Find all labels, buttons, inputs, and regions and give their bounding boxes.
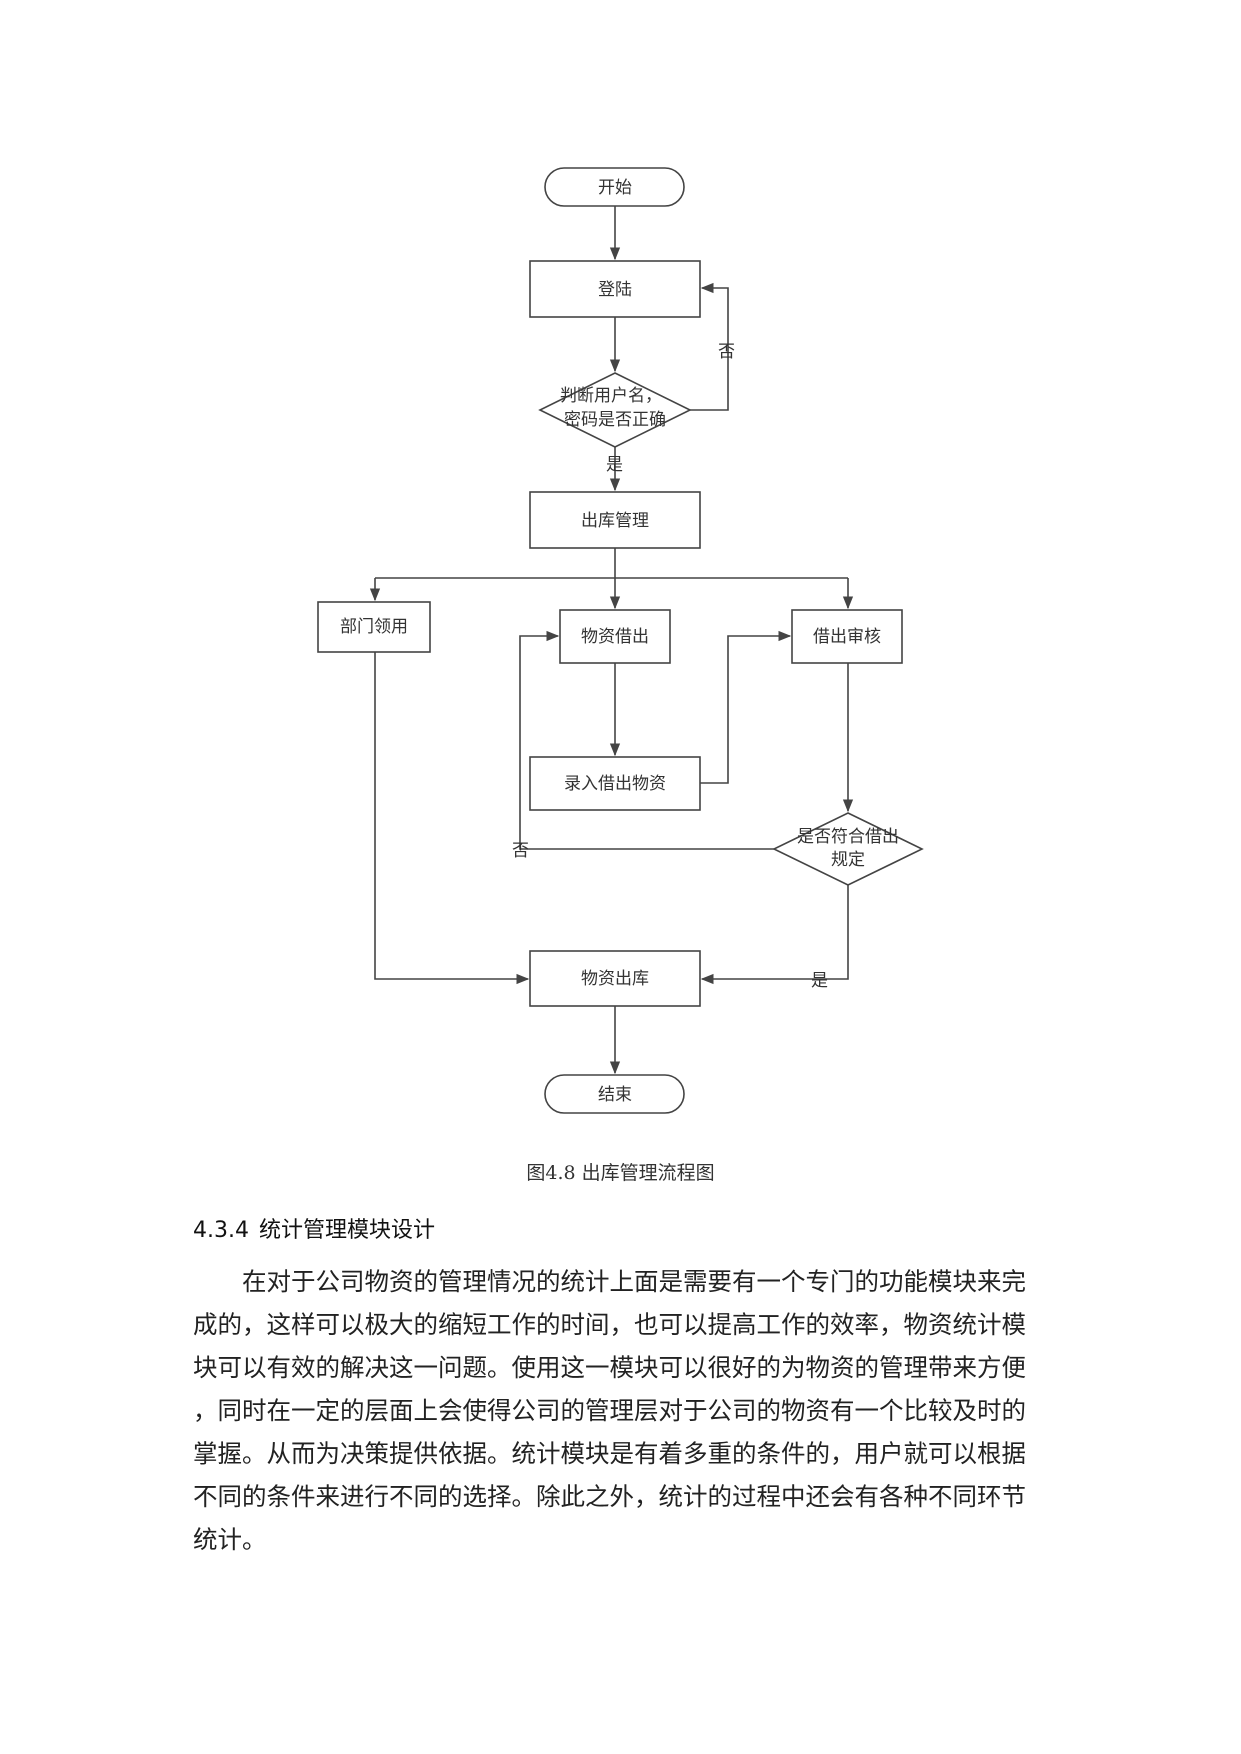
edge-department-outbound bbox=[374, 652, 530, 985]
check-rules-label-line2: 规定 bbox=[831, 850, 865, 870]
outbound-management-flowchart: 开始 登陆 判断用户名， 密码是否正确 出库管理 部门领用 物资借出 借出审核 … bbox=[317, 167, 924, 1114]
enter-lent-material-node bbox=[529, 756, 701, 811]
edge-enter-review bbox=[700, 630, 792, 784]
body-line: 掌握。从而为决策提供依据。统计模块是有着多重的条件的，用户就可以根据 bbox=[193, 1439, 1026, 1468]
material-outbound-label: 物资出库 bbox=[581, 969, 649, 989]
body-line: 统计。 bbox=[193, 1525, 267, 1554]
outbound-management-node bbox=[529, 491, 701, 549]
section-title: 统计管理模块设计 bbox=[258, 1218, 435, 1243]
section-heading: 4.3.4 统计管理模块设计 bbox=[193, 1212, 445, 1244]
check-rules-node bbox=[772, 812, 924, 886]
edge-label-yes-rules: 是 bbox=[811, 971, 828, 991]
material-lending-label: 物资借出 bbox=[581, 627, 649, 647]
edge-label-no-login: 否 bbox=[718, 342, 735, 362]
body-line: 在对于公司物资的管理情况的统计上面是需要有一个专门的功能模块来完 bbox=[242, 1267, 1026, 1296]
figure-caption: 图4.8 出库管理流程图 bbox=[526, 1162, 715, 1184]
edge-label-yes-login: 是 bbox=[606, 455, 623, 475]
body-line: ，同时在一定的层面上会使得公司的管理层对于公司的物资有一个比较及时的 bbox=[193, 1396, 1026, 1425]
department-use-node bbox=[317, 601, 431, 653]
check-rules-label-line1: 是否符合借出 bbox=[797, 827, 899, 847]
lending-review-label: 借出审核 bbox=[813, 627, 881, 647]
login-node bbox=[529, 260, 701, 318]
enter-lent-material-label: 录入借出物资 bbox=[564, 774, 666, 794]
end-label: 结束 bbox=[598, 1085, 632, 1105]
login-label: 登陆 bbox=[598, 280, 632, 300]
section-number: 4.3.4 bbox=[193, 1218, 249, 1243]
department-use-label: 部门领用 bbox=[340, 617, 408, 637]
lending-review-node bbox=[791, 609, 903, 664]
edge-label-no-rules: 否 bbox=[512, 841, 529, 861]
start-label: 开始 bbox=[598, 178, 632, 198]
edge-rules-outbound-yes bbox=[700, 885, 849, 985]
body-paragraph: 在对于公司物资的管理情况的统计上面是需要有一个专门的功能模块来完 成的，这样可以… bbox=[193, 1260, 1045, 1561]
outbound-management-label: 出库管理 bbox=[581, 511, 649, 531]
body-line: 不同的条件来进行不同的选择。除此之外，统计的过程中还会有各种不同环节 bbox=[193, 1482, 1026, 1511]
body-line: 成的，这样可以极大的缩短工作的时间，也可以提高工作的效率，物资统计模 bbox=[193, 1310, 1026, 1339]
check-credentials-label-line2: 密码是否正确 bbox=[564, 410, 666, 430]
end-node bbox=[544, 1074, 685, 1114]
check-credentials-label-line1: 判断用户名， bbox=[560, 386, 662, 406]
material-outbound-node bbox=[529, 950, 701, 1007]
edge-rules-lending-no bbox=[519, 630, 774, 850]
edge-check-login-no bbox=[690, 282, 729, 411]
body-line: 块可以有效的解决这一问题。使用这一模块可以很好的为物资的管理带来方便 bbox=[193, 1353, 1026, 1382]
